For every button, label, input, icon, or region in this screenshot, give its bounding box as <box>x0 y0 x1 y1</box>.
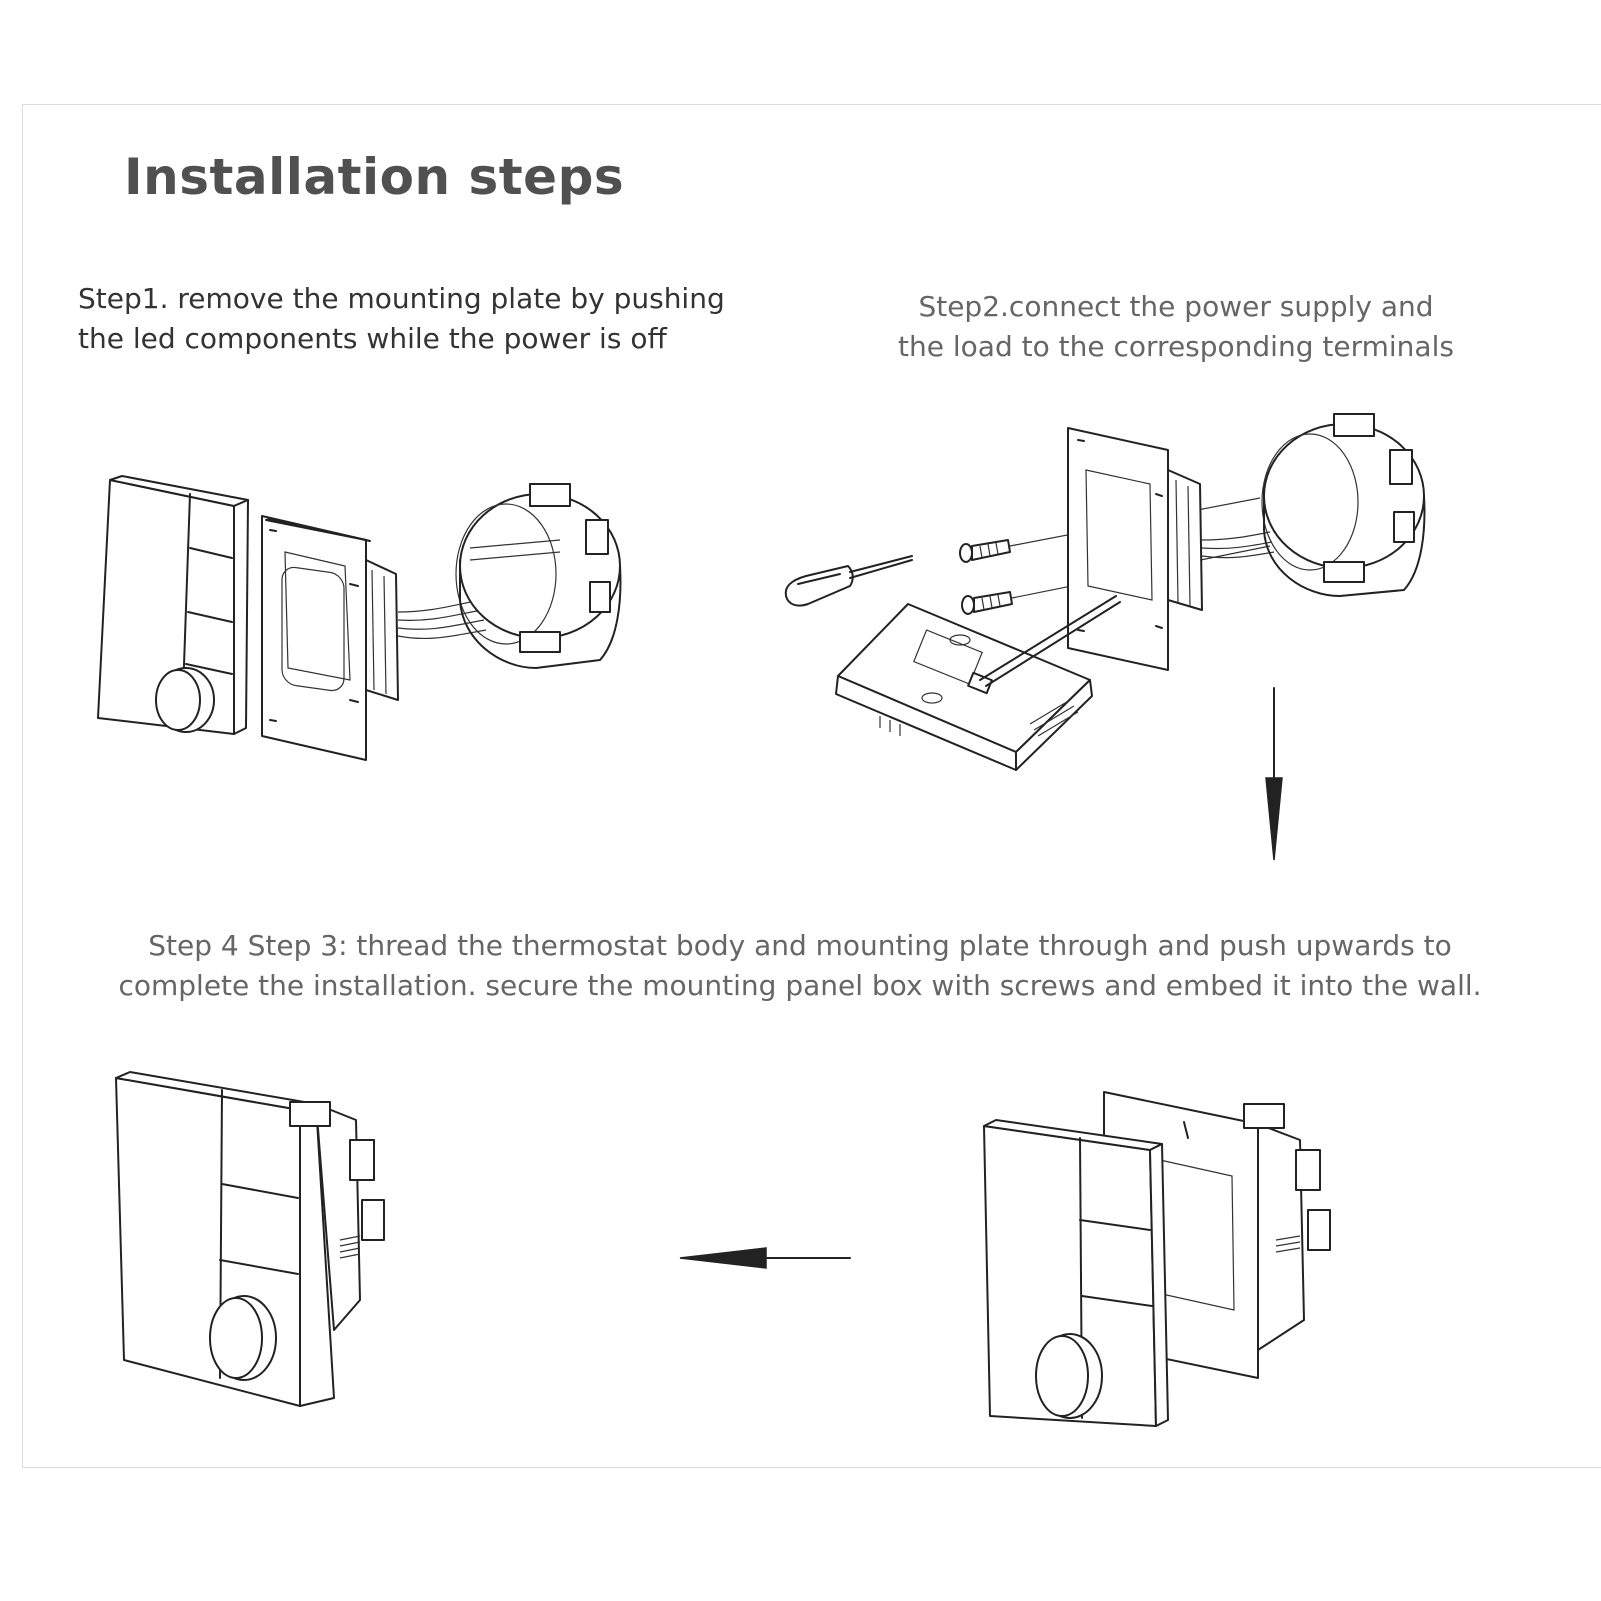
step2-relay-module <box>1167 469 1203 611</box>
step1-mounting-plate <box>261 515 371 761</box>
step1-relay-module <box>365 559 399 701</box>
step34-caption: Step 4 Step 3: thread the thermostat bod… <box>40 926 1560 1006</box>
step2-illustration <box>784 413 1426 771</box>
step1-caption: Step1. remove the mounting plate by push… <box>78 279 725 359</box>
step2-caption: Step2.connect the power supply and the l… <box>876 287 1476 367</box>
step1-illustration <box>97 475 622 761</box>
step2-wires <box>1201 531 1275 559</box>
page-title: Installation steps <box>124 148 625 206</box>
step3-illustration <box>983 1091 1331 1427</box>
arrow-down-icon <box>1265 687 1283 861</box>
step34-caption-line2: complete the installation. secure the mo… <box>118 969 1482 1002</box>
screwdriver-icon <box>784 555 913 607</box>
arrow-left-icon <box>679 1247 851 1269</box>
step2-base-cover <box>835 595 1121 771</box>
step1-caption-line1: Step1. remove the mounting plate by push… <box>78 282 725 315</box>
step34-caption-line1: Step 4 Step 3: thread the thermostat bod… <box>148 929 1452 962</box>
step1-wall-box <box>455 483 622 669</box>
diagram-frame <box>22 104 1601 1468</box>
step2-mounting-plate <box>1067 427 1169 671</box>
step2-caption-line1: Step2.connect the power supply and <box>918 290 1434 323</box>
step2-wall-box <box>1261 413 1426 597</box>
step2-caption-line2: the load to the corresponding terminals <box>898 330 1454 363</box>
step1-thermostat-body <box>97 475 249 735</box>
step4-illustration <box>115 1071 385 1407</box>
step1-caption-line2: the led components while the power is of… <box>78 322 667 355</box>
